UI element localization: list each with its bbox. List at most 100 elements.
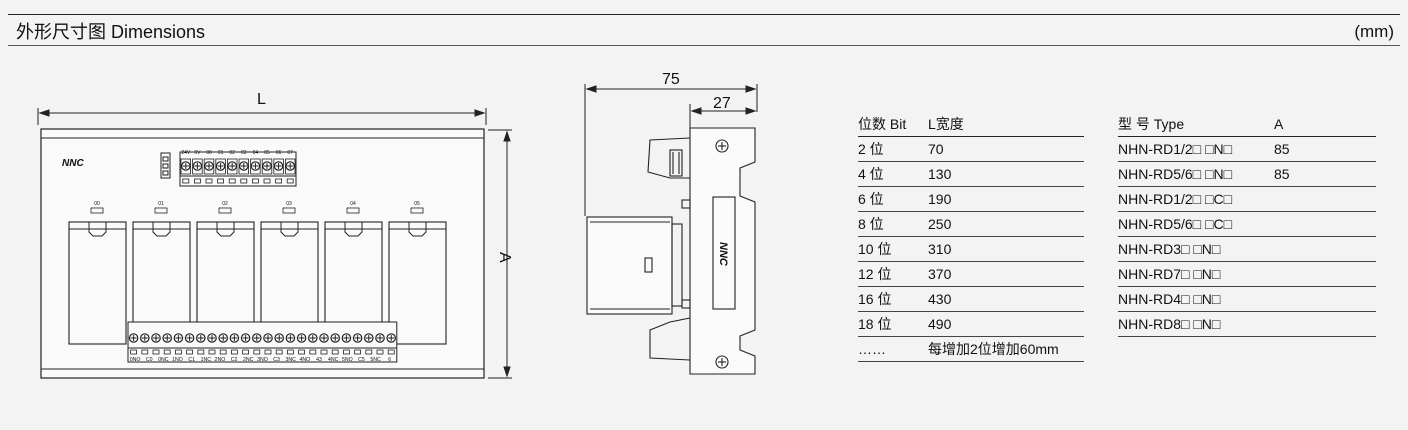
side-view-drawing: 75 27 NNC [584, 71, 758, 375]
relay-label: 04 [350, 201, 356, 207]
table-cell: 4 位 [858, 161, 928, 187]
table-cell: 18 位 [858, 311, 928, 337]
table-cell: 2 位 [858, 136, 928, 162]
type-table-row: NHN-RD8□ □N□ [1118, 311, 1376, 337]
bottom-terminal-label: C1 [188, 357, 195, 363]
bottom-terminal-label: 4NC [328, 357, 339, 363]
bottom-terminal-label: 5NC [370, 357, 381, 363]
terminal-screw-icon [386, 333, 396, 343]
bit-table-header: 位数 Bit L宽度 [858, 112, 1084, 137]
front-logo: NNC [62, 158, 84, 169]
relay-led [218, 207, 232, 214]
top-terminal-label: 04 [253, 150, 259, 156]
bottom-terminal-label: C3 [273, 357, 280, 363]
type-table-row: NHN-RD7□ □N□ [1118, 261, 1376, 287]
bottom-terminal-label: 6 [388, 357, 391, 363]
table-cell: NHN-RD4□ □N□ [1118, 286, 1274, 312]
relay-label: 02 [222, 201, 228, 207]
terminal-screw-icon [263, 333, 273, 343]
terminal-screw-icon [240, 333, 251, 343]
bottom-terminal-label: 3NO [257, 357, 268, 363]
terminal-screw-icon [352, 333, 363, 343]
table-cell: NHN-RD7□ □N□ [1118, 261, 1274, 287]
table-cell: 430 [928, 286, 1084, 312]
terminal-screw-icon [296, 333, 307, 343]
table-cell: 190 [928, 186, 1084, 212]
terminal-screw-icon [192, 161, 203, 171]
type-table-row: NHN-RD3□ □N□ [1118, 236, 1376, 262]
bottom-terminal-label: 2NC [243, 357, 254, 363]
terminal-screw-icon [274, 333, 284, 343]
terminal-screw-icon [250, 161, 261, 171]
bottom-terminal-label: 43 [316, 357, 322, 363]
top-terminal-label: 05 [264, 150, 270, 156]
table-cell: NHN-RD1/2□ □N□ [1118, 136, 1274, 162]
width-header: L宽度 [928, 112, 1084, 137]
type-table-row: NHN-RD1/2□ □N□85 [1118, 136, 1376, 162]
type-table-row: NHN-RD5/6□ □C□ [1118, 211, 1376, 237]
top-terminal-label: 03 [241, 150, 247, 156]
terminal-screw-icon [128, 333, 139, 343]
terminal-screw-icon [375, 333, 385, 343]
top-terminal-label: 24V [181, 150, 191, 156]
top-terminal-label: 07 [287, 150, 293, 156]
bottom-terminal-label: 1NO [172, 357, 183, 363]
terminal-screw-icon [285, 333, 296, 343]
relay-label: 05 [414, 201, 420, 207]
terminal-screw-icon [204, 161, 214, 171]
terminal-screw-icon [215, 161, 226, 171]
section-title: 外形尺寸图 Dimensions [16, 22, 206, 42]
section-header: 外形尺寸图 Dimensions (mm) [8, 19, 1400, 45]
table-cell: NHN-RD8□ □N□ [1118, 311, 1274, 337]
table-cell: 490 [928, 311, 1084, 337]
dim-l-label: L [257, 91, 266, 108]
relay-led [90, 207, 104, 214]
relay-led [282, 207, 296, 214]
table-cell [1274, 286, 1376, 312]
terminal-screw-icon [307, 333, 318, 343]
terminal-screw-icon [184, 333, 195, 343]
table-cell: 310 [928, 236, 1084, 262]
type-table-row: NHN-RD1/2□ □C□ [1118, 186, 1376, 212]
table-cell: 85 [1274, 136, 1376, 162]
bottom-terminal-label: 4NO [300, 357, 311, 363]
bottom-terminal-label: 5NO [342, 357, 353, 363]
table-cell: …… [858, 336, 928, 362]
dim-a [488, 129, 512, 379]
type-table-header: 型 号 Type A [1118, 112, 1376, 137]
relay-module [388, 221, 447, 345]
bottom-terminal-label: C5 [358, 357, 365, 363]
bottom-terminal-label: C2 [231, 357, 238, 363]
terminal-screw-icon [218, 333, 228, 343]
bit-header: 位数 Bit [858, 112, 928, 137]
unit-label: (mm) [1354, 22, 1394, 41]
side-body [586, 127, 756, 375]
bottom-terminal-label: 2NO [215, 357, 226, 363]
table-cell: 370 [928, 261, 1084, 287]
table-cell: 6 位 [858, 186, 928, 212]
type-table-row: NHN-RD5/6□ □N□85 [1118, 161, 1376, 187]
table-cell: 每增加2位增加60mm [928, 336, 1084, 362]
relay-label: 00 [94, 201, 100, 207]
terminal-screw-icon [207, 333, 217, 343]
table-cell: NHN-RD3□ □N□ [1118, 236, 1274, 262]
bit-table-row: ……每增加2位增加60mm [858, 336, 1084, 362]
terminal-screw-icon [239, 161, 249, 171]
dim-l [37, 108, 487, 125]
table-cell: NHN-RD5/6□ □C□ [1118, 211, 1274, 237]
table-cell [1274, 311, 1376, 337]
bottom-terminal-label: 0NC [158, 357, 169, 363]
side-logo: NNC [717, 242, 729, 267]
header-top-rule [8, 14, 1400, 15]
terminal-screw-icon [251, 333, 262, 343]
table-cell [1274, 236, 1376, 262]
dim-75 [584, 84, 758, 216]
